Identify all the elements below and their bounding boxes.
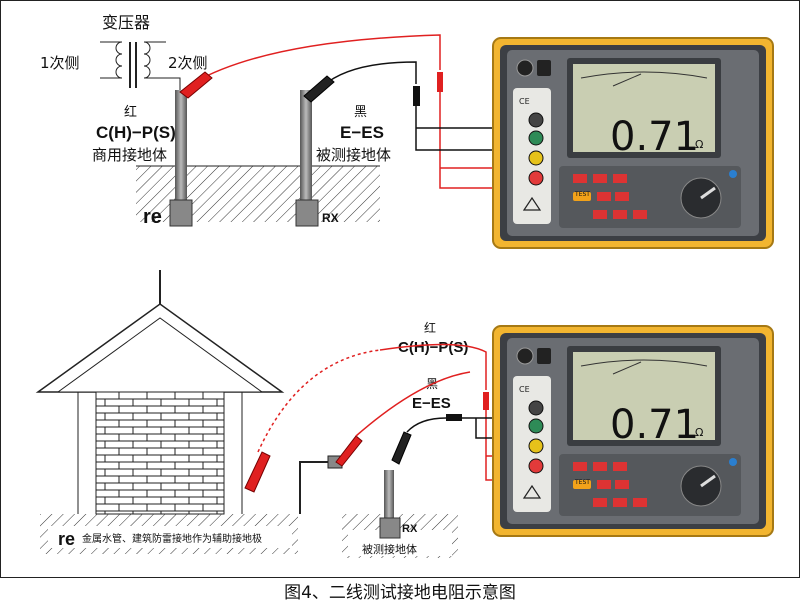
test-ground-rod [300,90,312,202]
meter-unit-bottom: Ω [695,426,703,439]
figure-caption: 图4、二线测试接地电阻示意图 [284,583,516,603]
rx-desc-bottom: 被测接地体 [362,542,417,556]
transformer-primary: 1次侧 [40,54,80,72]
transformer-icon [100,41,181,90]
red-terminal-top: C(H)−P(S) [96,123,176,142]
black-color-top: 黑 [354,105,367,120]
re-desc-bottom: 金属水管、建筑防雷接地作为辅助接地极 [82,532,262,545]
test-button-bottom: TEST [574,479,590,486]
black-desc-top: 被测接地体 [316,146,391,164]
red-terminal-bottom: C(H)−P(S) [398,339,468,356]
test-button-top: TEST [574,191,590,198]
red-color-bottom: 红 [424,320,436,335]
meter-reading-bottom: 0.71 [610,402,699,448]
meter-reading-top: 0.71 [610,114,699,160]
transformer-title: 变压器 [102,13,150,32]
commercial-ground-rod [175,90,187,200]
re-label-bottom: re [58,529,75,549]
water-pipe [299,461,330,514]
house [35,270,285,515]
black-terminal-top: E−ES [340,123,384,142]
red-color-top: 红 [124,104,137,120]
rx-label-top: RX [322,211,339,225]
re-label-top: re [143,206,162,228]
rx-label-bottom: RX [402,523,418,535]
meter-unit-top: Ω [695,138,703,151]
transformer-secondary: 2次侧 [168,54,208,72]
red-desc-top: 商用接地体 [92,146,167,164]
test-ground-rod-bottom [384,470,394,520]
black-terminal-bottom: E−ES [412,395,451,412]
red-lead-top [179,34,536,189]
